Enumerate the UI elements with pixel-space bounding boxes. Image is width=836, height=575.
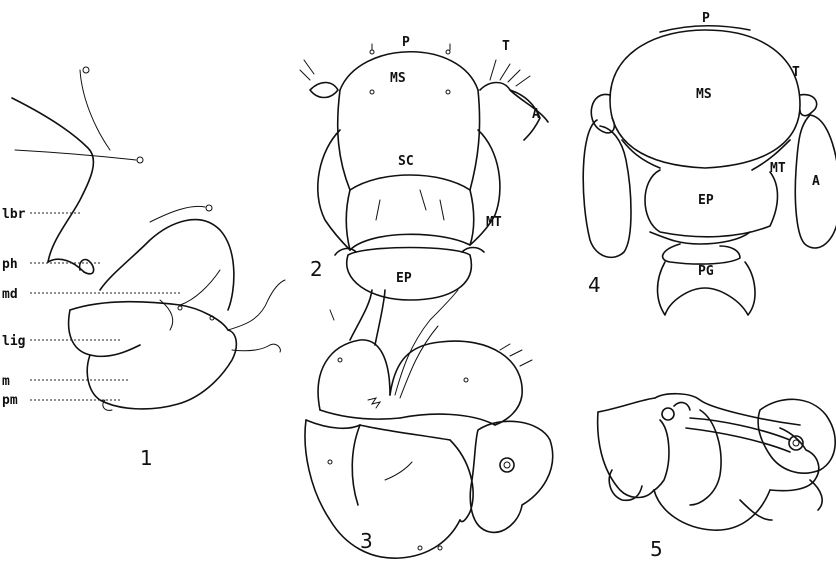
figure-4-number: 4 [588, 273, 601, 297]
figure-3-number: 3 [360, 529, 373, 553]
figure-5-number: 5 [650, 537, 663, 561]
fig2-label-EP: EP [396, 271, 412, 286]
fig1-label-ph: ph [2, 257, 18, 272]
fig4-label-MT: MT [770, 161, 786, 176]
fig2-label-T: T [502, 39, 510, 54]
figure-1-number: 1 [140, 446, 153, 470]
fig1-label-lig: lig [2, 334, 25, 349]
fig2-label-SC: SC [398, 154, 414, 169]
figure-2: P MS T A SC MT EP 2 [300, 35, 548, 300]
fig1-label-lbr: lbr [2, 207, 26, 222]
fig4-label-P: P [702, 11, 710, 26]
fig4-label-A: A [812, 174, 820, 189]
figure-2-number: 2 [310, 257, 323, 281]
fig2-label-P: P [402, 35, 410, 50]
fig2-label-A: A [532, 107, 540, 122]
fig4-label-MS: MS [696, 87, 712, 102]
fig2-label-MS: MS [390, 71, 406, 86]
figure-3: 3 [305, 290, 553, 558]
figure-1: lbr ph md lig m pm 1 [2, 67, 285, 470]
fig4-label-PG: PG [698, 264, 714, 279]
fig1-label-m: m [2, 374, 10, 389]
fig1-label-md: md [2, 287, 18, 302]
fig2-label-MT: MT [486, 215, 502, 230]
figure-4: P MS T A MT EP PG 4 [583, 11, 836, 315]
fig4-label-T: T [792, 65, 800, 80]
figure-5: 5 [598, 394, 836, 561]
fig4-label-EP: EP [698, 193, 714, 208]
fig1-label-pm: pm [2, 393, 18, 408]
